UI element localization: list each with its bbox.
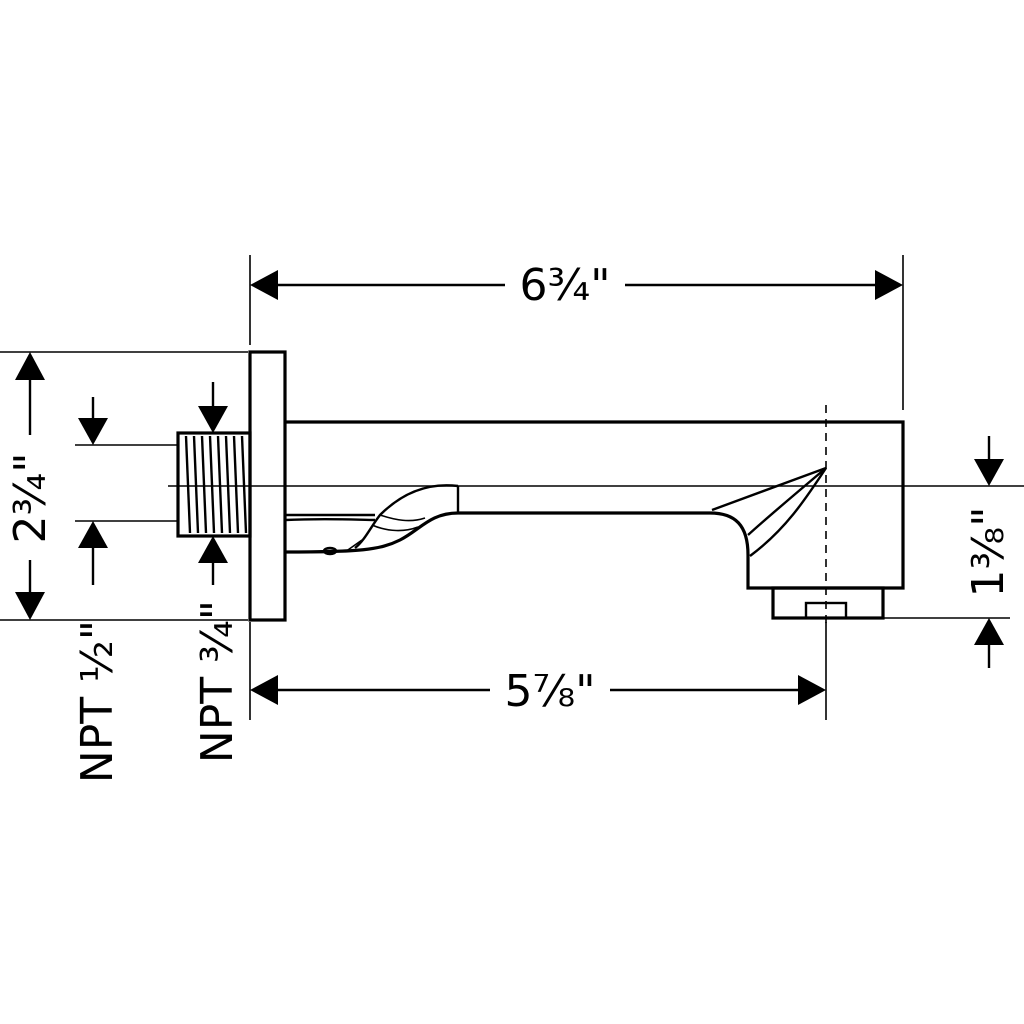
thread-line <box>208 435 216 534</box>
thread-line <box>232 435 240 534</box>
dim-npt-outer <box>198 382 228 585</box>
label-overall-length: 6¾" <box>520 260 611 311</box>
thread-line <box>192 435 200 534</box>
dim-npt-inner <box>78 397 108 585</box>
dim-spout-height <box>974 436 1004 668</box>
dim-spout-reach <box>250 675 826 705</box>
dim-plate-height <box>15 352 45 620</box>
spout-body <box>284 420 905 620</box>
thread-line <box>224 435 232 534</box>
label-spout-height: 1⅜" <box>963 507 1014 598</box>
dim-overall-length <box>250 270 903 300</box>
label-plate-height: 2¾" <box>5 453 56 544</box>
label-npt-inner: NPT ½" <box>72 620 123 783</box>
thread-line <box>216 435 224 534</box>
label-spout-reach: 5⅞" <box>505 666 596 717</box>
thread-line <box>184 435 192 534</box>
threaded-nipple <box>176 431 252 538</box>
thread-line <box>200 435 208 534</box>
extension-lines <box>0 255 1024 720</box>
thread-line <box>240 435 248 534</box>
label-npt-outer: NPT ¾" <box>192 600 243 763</box>
